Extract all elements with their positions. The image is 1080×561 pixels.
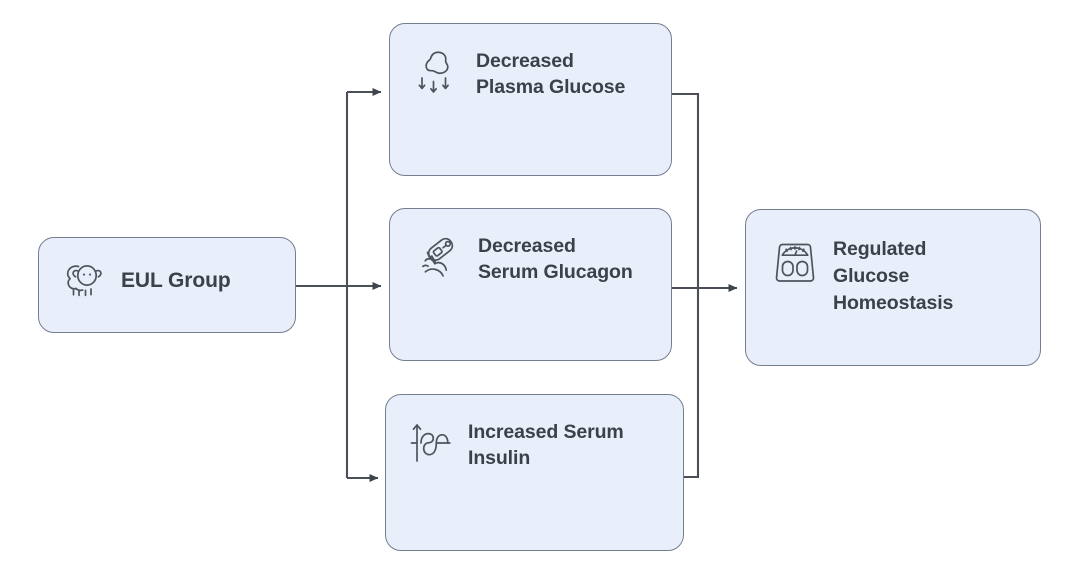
node-regulated-glucose-homeostasis-label: Regulated Glucose Homeostasis — [833, 238, 954, 314]
weighing-scale-icon — [771, 236, 819, 291]
node-decreased-plasma-glucose[interactable]: Decreased Plasma Glucose — [389, 23, 672, 176]
glucometer-finger-icon — [414, 233, 464, 288]
node-decreased-serum-glucagon[interactable]: Decreased Serum Glucagon — [389, 208, 672, 361]
sheep-icon — [61, 258, 107, 303]
node-decreased-serum-glucagon-label: Decreased Serum Glucagon — [478, 235, 633, 283]
node-increased-serum-insulin[interactable]: Increased Serum Insulin — [385, 394, 684, 551]
node-eul-group-label: EUL Group — [121, 268, 231, 292]
glucose-drop-down-arrows-icon — [416, 48, 462, 101]
node-eul-group[interactable]: EUL Group — [38, 237, 296, 333]
node-increased-serum-insulin-label: Increased Serum Insulin — [468, 421, 624, 469]
node-decreased-plasma-glucose-label: Decreased Plasma Glucose — [476, 50, 626, 98]
node-regulated-glucose-homeostasis[interactable]: Regulated Glucose Homeostasis — [745, 209, 1041, 366]
rising-curve-chart-icon — [408, 419, 454, 470]
